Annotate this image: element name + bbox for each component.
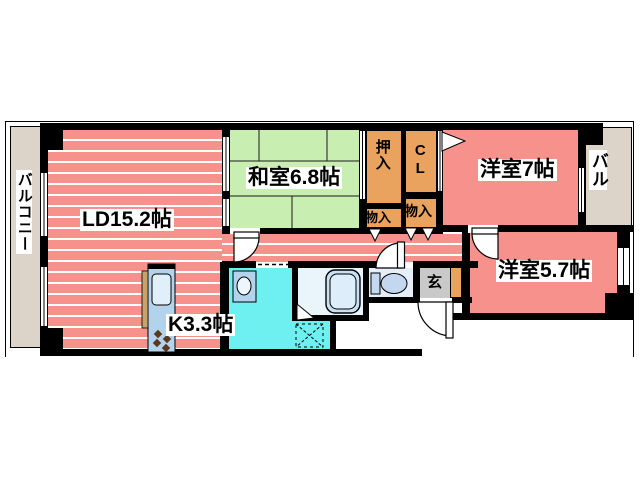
door-gap-washitsu xyxy=(230,228,260,234)
wall xyxy=(330,321,336,349)
cl-closet xyxy=(405,130,437,194)
storage-left-label: 物入 xyxy=(365,210,392,225)
window-ld-balcony-2 xyxy=(40,266,48,327)
window-ld-balcony-1 xyxy=(40,172,48,237)
living-dining-floor xyxy=(42,130,222,349)
outer-outline xyxy=(5,121,634,357)
wall xyxy=(413,262,420,303)
bottom-wall-57 xyxy=(452,313,633,320)
corner-block xyxy=(40,328,63,350)
wall xyxy=(462,232,470,320)
wall xyxy=(220,262,229,356)
balcony-left-label: バルコニー xyxy=(15,170,33,254)
wall xyxy=(363,262,369,321)
wall xyxy=(402,123,405,228)
door-gap-west57 xyxy=(468,225,498,233)
wall xyxy=(222,123,230,136)
wall xyxy=(405,192,437,198)
top-wall xyxy=(40,123,585,130)
washroom-floor xyxy=(229,268,292,349)
storage-left-closet xyxy=(366,208,402,228)
fusuma-oshiire xyxy=(359,130,366,200)
window-west7-balcony xyxy=(578,167,585,213)
bath-floor xyxy=(298,268,363,315)
wall xyxy=(222,192,230,198)
balcony-right-label: バル xyxy=(588,150,608,190)
cl-door xyxy=(437,130,443,192)
left-wall xyxy=(40,123,48,356)
storage-right-label: 物入 xyxy=(404,203,432,219)
balcony-right-bottom-wall xyxy=(585,225,633,232)
toilet-floor xyxy=(368,268,413,297)
sliding-door-ld-washitsu-1 xyxy=(222,136,230,192)
storage-right-closet xyxy=(405,198,437,228)
shoe-cabinet xyxy=(450,264,462,298)
entrance-floor xyxy=(418,267,450,298)
japanese-room-bottom-wall xyxy=(222,228,443,234)
corridor-floor xyxy=(222,234,462,262)
entrance-label: 玄 xyxy=(427,274,443,291)
kitchen-label: K3.3帖 xyxy=(166,313,236,337)
corridor-wall xyxy=(288,261,382,268)
bottom-wall xyxy=(40,349,422,356)
corridor-wall xyxy=(413,261,478,268)
living-dining-label: LD15.2帖 xyxy=(80,208,174,232)
corner-block xyxy=(578,123,603,145)
bath-bottom-wall xyxy=(292,315,368,321)
washroom-extension-floor xyxy=(292,321,330,349)
cl-label: CL xyxy=(411,142,429,178)
wall xyxy=(400,297,418,303)
window-west57 xyxy=(617,247,630,286)
western-room-7-label: 洋室7帖 xyxy=(478,158,557,182)
toilet-bottom-wall xyxy=(363,297,420,303)
wall xyxy=(437,192,443,234)
japanese-room-label: 和室6.8帖 xyxy=(246,166,343,190)
wall xyxy=(366,203,402,208)
corridor-wall xyxy=(222,261,256,268)
wall xyxy=(443,225,633,232)
wall xyxy=(292,262,298,321)
wall xyxy=(359,200,366,234)
sliding-door-ld-washitsu-2 xyxy=(222,198,230,227)
western-room-57-label: 洋室5.7帖 xyxy=(496,259,593,283)
oshiire-label: 押入 xyxy=(373,139,391,171)
oshiire-closet xyxy=(366,130,402,206)
